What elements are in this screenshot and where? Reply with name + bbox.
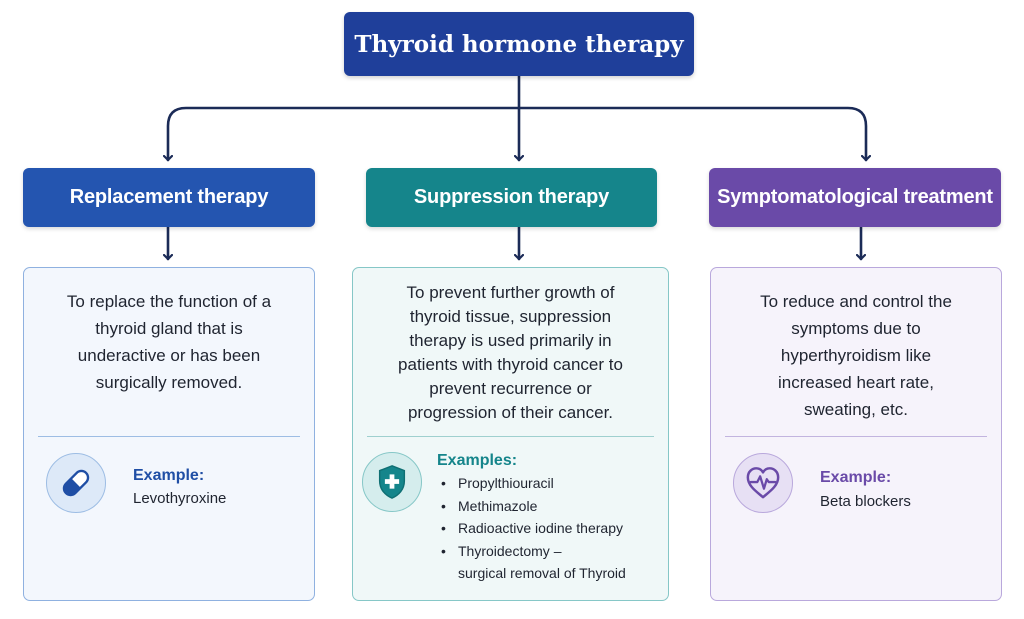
suppression-examples-list: • Propylthiouracil • Methimazole • Radio… xyxy=(439,472,626,585)
example-text: Radioactive iodine therapy xyxy=(458,520,623,536)
bullet-marker: • xyxy=(441,475,446,491)
bullet-marker: • xyxy=(441,497,446,514)
symptomatological-treatment-divider xyxy=(725,436,987,437)
example-text: Propylthiouracil xyxy=(458,475,554,491)
list-item: • Thyroidectomy – surgical removal of Th… xyxy=(439,540,626,585)
branch-line-left xyxy=(168,106,521,162)
symptomatological-example-value: Beta blockers xyxy=(820,493,911,510)
list-item: • Radioactive iodine therapy xyxy=(439,517,626,540)
shield-cross-icon xyxy=(362,452,422,512)
replacement-therapy-description: To replace the function of a thyroid gla… xyxy=(66,292,272,392)
list-item: • Methimazole xyxy=(439,495,626,518)
suppression-therapy-description: To prevent further growth of thyroid tis… xyxy=(398,283,623,422)
replacement-therapy-heading: Replacement therapy xyxy=(69,186,269,208)
diagram-title: Thyroid hormone therapy xyxy=(354,30,684,58)
replacement-therapy-divider xyxy=(38,436,300,437)
replacement-therapy-node: Replacement therapy xyxy=(23,168,315,227)
suppression-therapy-heading: Suppression therapy xyxy=(413,186,610,208)
branch-line-right xyxy=(517,106,866,162)
heart-pulse-icon xyxy=(733,453,793,513)
symptomatological-example-label: Example: xyxy=(820,469,892,486)
bullet-marker: • xyxy=(441,542,446,559)
suppression-therapy-node: Suppression therapy xyxy=(366,168,657,227)
example-text: Methimazole xyxy=(458,497,538,514)
pill-icon xyxy=(46,453,106,513)
suppression-therapy-card: To prevent further growth of thyroid tis… xyxy=(352,267,669,601)
suppression-examples-label: Examples: xyxy=(437,452,518,469)
example-continuation: surgical removal of Thyroid xyxy=(458,565,626,581)
replacement-therapy-card: To replace the function of a thyroid gla… xyxy=(23,267,315,601)
bullet-marker: • xyxy=(441,520,446,536)
example-text: Thyroidectomy – xyxy=(458,542,562,559)
list-item: • Propylthiouracil xyxy=(439,472,626,495)
symptomatological-treatment-heading: Symptomatological treatment xyxy=(717,186,993,208)
root-node: Thyroid hormone therapy xyxy=(344,12,694,76)
replacement-example-label: Example: xyxy=(133,467,205,484)
symptomatological-treatment-node: Symptomatological treatment xyxy=(709,168,1001,227)
suppression-therapy-divider xyxy=(367,436,654,437)
replacement-example-value: Levothyroxine xyxy=(133,490,227,507)
symptomatological-treatment-description: To reduce and control the symptoms due t… xyxy=(760,292,952,419)
symptomatological-treatment-card: To reduce and control the symptoms due t… xyxy=(710,267,1002,601)
